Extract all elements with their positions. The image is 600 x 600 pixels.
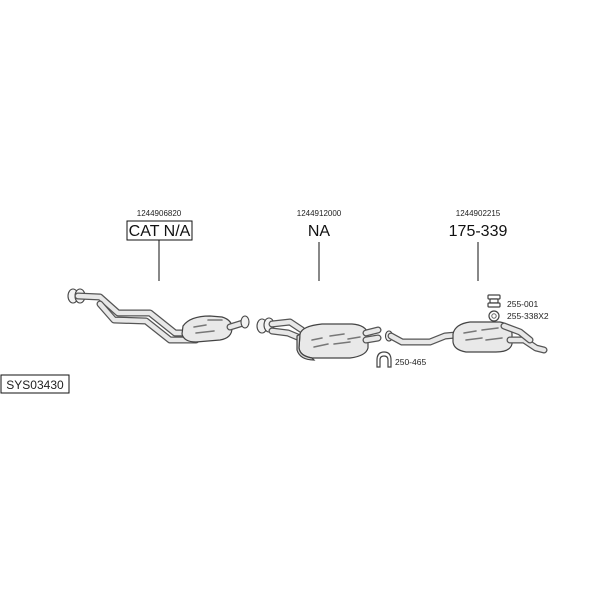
- catalyst-oem-number: 1244906820: [137, 209, 182, 218]
- u-clamp-label[interactable]: 250-465: [395, 357, 426, 367]
- centre-silencer-drawing[interactable]: [256, 317, 382, 361]
- mounting-ring-label[interactable]: 255-338X2: [507, 311, 549, 321]
- diagram-code: SYS03430: [6, 378, 64, 392]
- rear-silencer-drawing[interactable]: [384, 321, 548, 354]
- rear-silencer-part-group: 1244902215 175-339 255-001: [384, 209, 549, 354]
- rubber-hanger-label[interactable]: 255-001: [507, 299, 538, 309]
- diagram-code-frame: [0, 374, 70, 394]
- u-clamp-icon[interactable]: [376, 351, 392, 368]
- catalyst-drawing[interactable]: [67, 288, 250, 344]
- catalyst-part-label[interactable]: CAT N/A: [129, 223, 191, 240]
- centre-silencer-part-group: 1244912000 NA: [256, 209, 426, 368]
- rear-silencer-oem-number: 1244902215: [456, 209, 501, 218]
- rear-silencer-part-label[interactable]: 175-339: [449, 223, 508, 240]
- rubber-hanger-icon[interactable]: [487, 294, 501, 308]
- centre-silencer-part-label[interactable]: NA: [308, 223, 331, 240]
- mounting-ring-icon[interactable]: [488, 310, 500, 322]
- catalyst-part-group: 1244906820 CAT N/A: [67, 209, 250, 344]
- centre-silencer-oem-number: 1244912000: [297, 209, 342, 218]
